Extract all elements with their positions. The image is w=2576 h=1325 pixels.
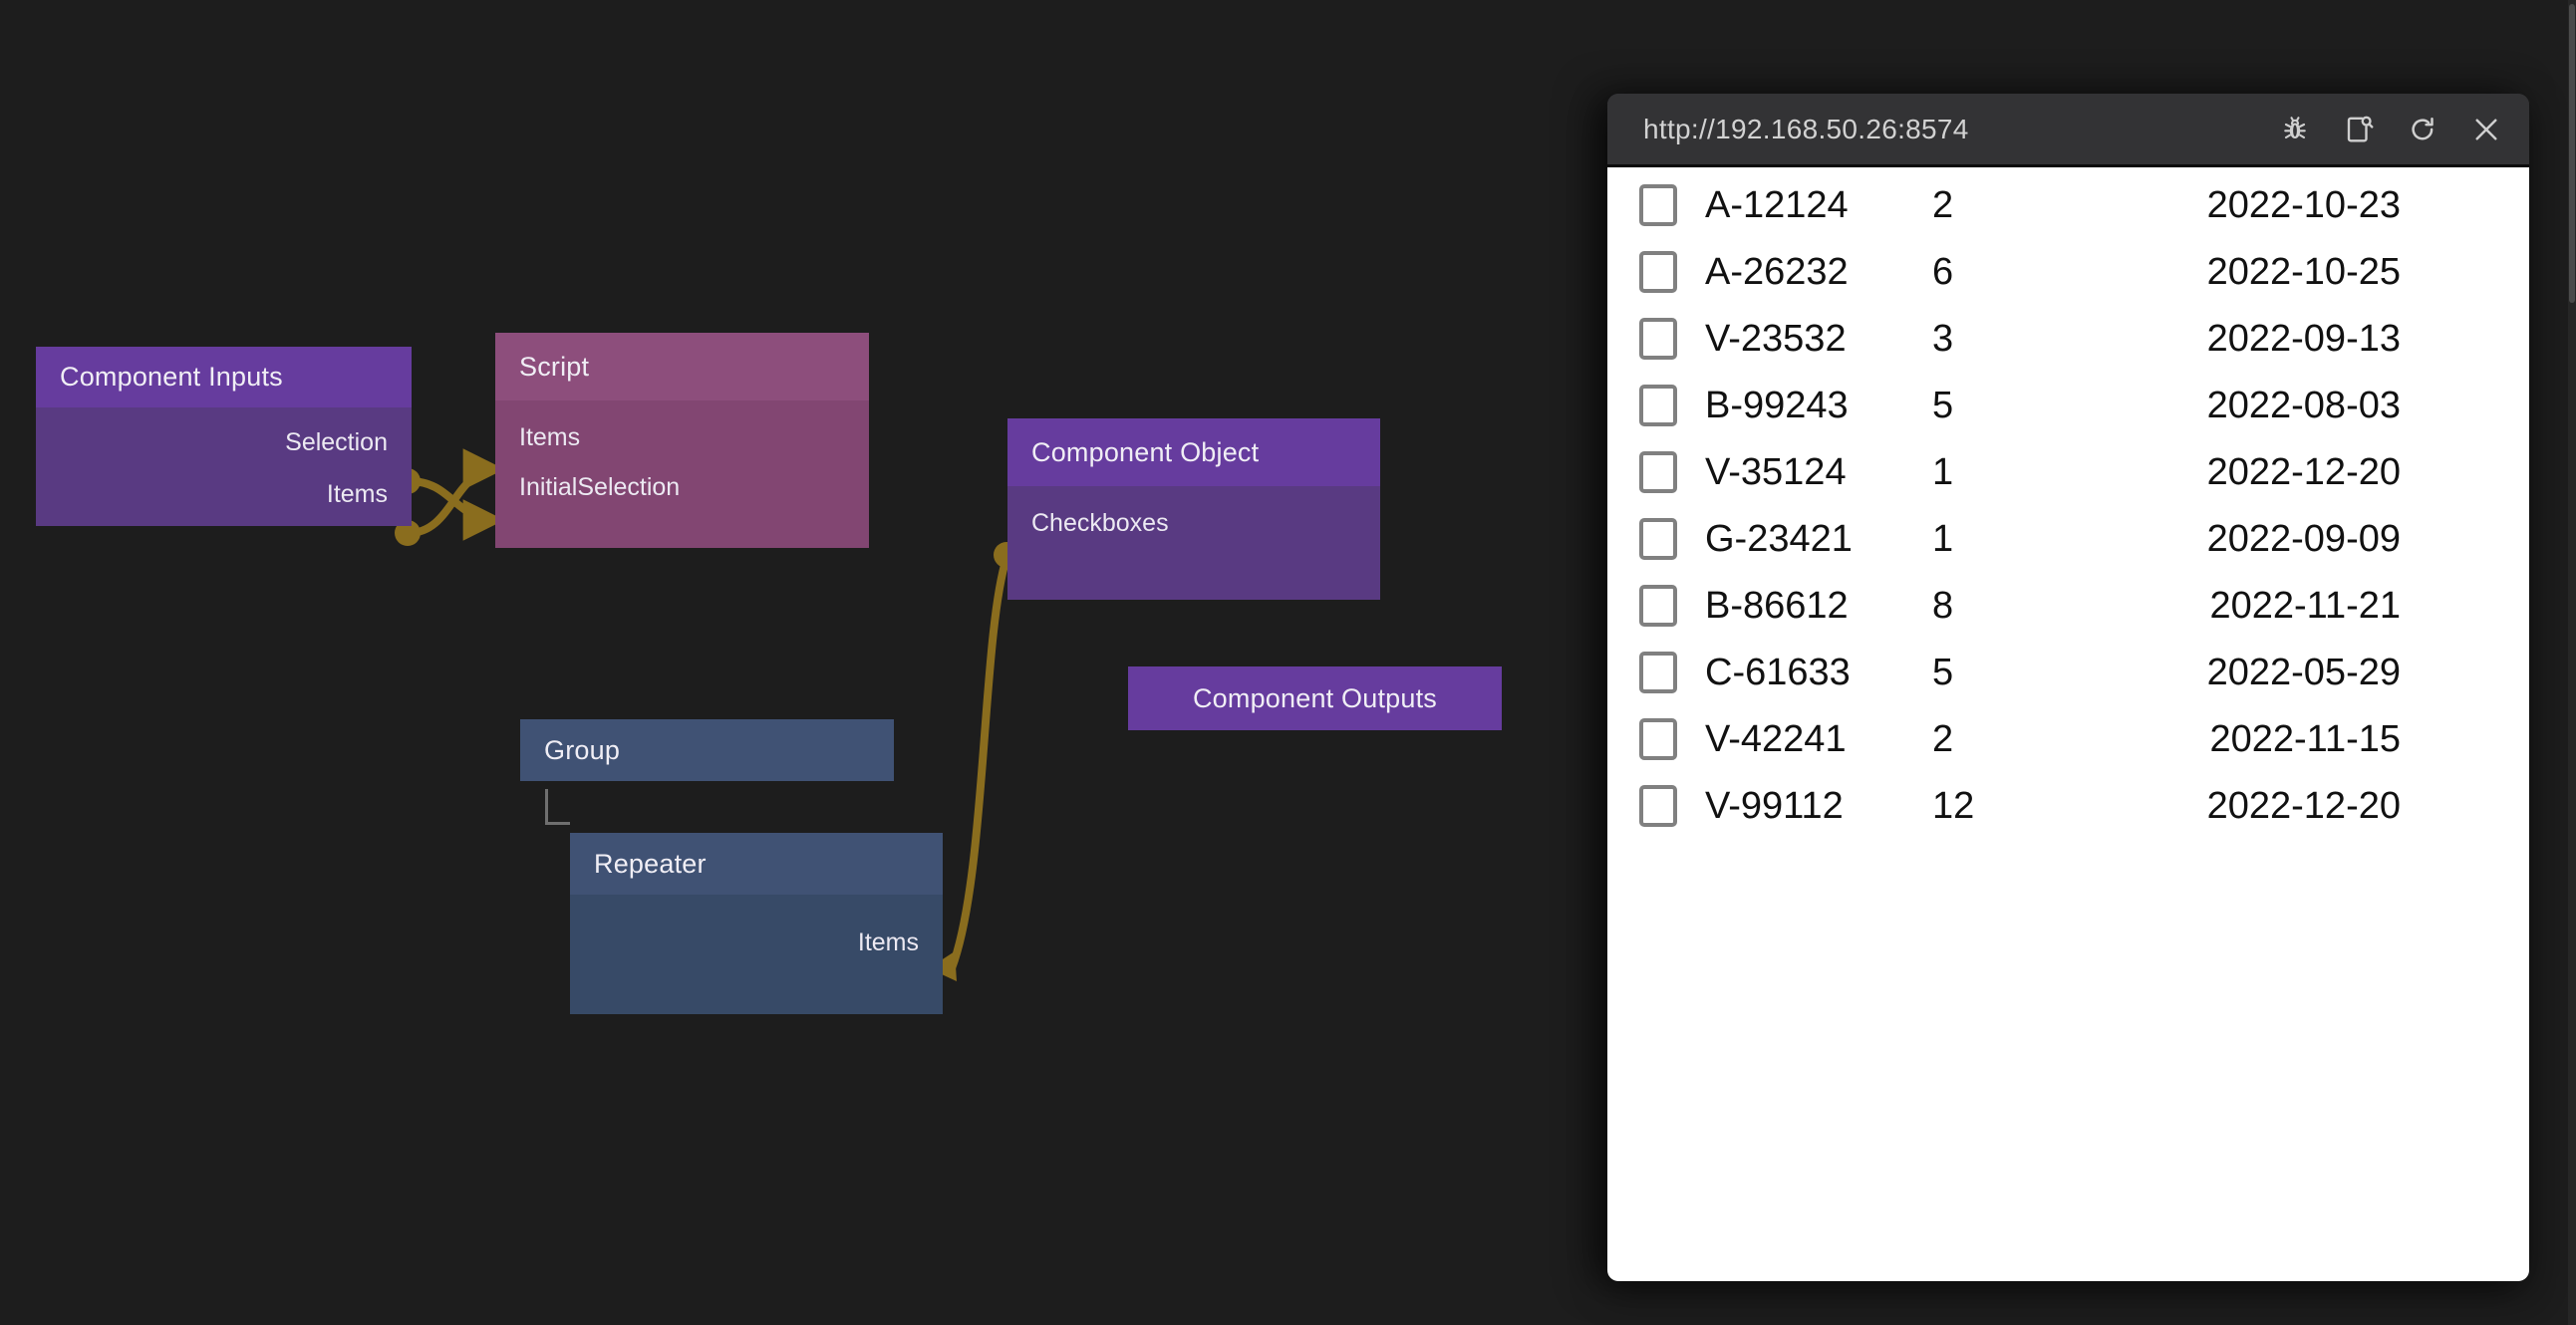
cell-code: V-42241 bbox=[1705, 717, 1847, 760]
wire-selection-to-initialselection bbox=[408, 477, 505, 541]
node-group[interactable]: Group bbox=[520, 719, 894, 781]
row-checkbox[interactable] bbox=[1639, 584, 1677, 627]
row-checkbox[interactable] bbox=[1639, 450, 1677, 493]
cell-date: 2022-05-29 bbox=[2206, 651, 2401, 693]
table-row[interactable]: A-12124 2 2022-10-23 bbox=[1607, 171, 2529, 238]
cell-quantity: 5 bbox=[1932, 384, 1954, 426]
window-scrollbar[interactable] bbox=[2568, 0, 2576, 1325]
cell-quantity: 3 bbox=[1932, 317, 1954, 360]
port-initialselection-in[interactable]: InitialSelection bbox=[519, 472, 681, 501]
close-icon[interactable] bbox=[2469, 113, 2503, 146]
node-repeater[interactable]: Repeater Items bbox=[570, 833, 943, 1014]
node-component-outputs[interactable]: Component Outputs bbox=[1128, 666, 1502, 730]
page-search-icon[interactable] bbox=[2342, 113, 2376, 146]
cell-code: B-86612 bbox=[1705, 584, 1849, 627]
node-body: Items InitialSelection bbox=[495, 400, 869, 548]
cell-code: V-35124 bbox=[1705, 450, 1847, 493]
wire-items-to-items bbox=[408, 448, 505, 537]
row-checkbox[interactable] bbox=[1639, 183, 1677, 226]
node-title: Repeater bbox=[570, 833, 943, 895]
cell-date: 2022-09-13 bbox=[2206, 317, 2401, 360]
cell-code: C-61633 bbox=[1705, 651, 1851, 693]
preview-toolbar: http://192.168.50.26:8574 bbox=[1607, 94, 2529, 164]
cell-quantity: 2 bbox=[1932, 717, 1954, 760]
table-row[interactable]: V-35124 1 2022-12-20 bbox=[1607, 438, 2529, 505]
cell-quantity: 1 bbox=[1932, 517, 1954, 560]
table-row[interactable]: C-61633 5 2022-05-29 bbox=[1607, 639, 2529, 705]
cell-date: 2022-12-20 bbox=[2206, 784, 2401, 827]
row-checkbox[interactable] bbox=[1639, 717, 1677, 760]
cell-quantity: 12 bbox=[1932, 784, 1975, 827]
row-checkbox[interactable] bbox=[1639, 250, 1677, 293]
port-repeater-items[interactable]: Items bbox=[857, 928, 919, 956]
row-checkbox[interactable] bbox=[1639, 517, 1677, 560]
toolbar-icon-group bbox=[2278, 113, 2503, 146]
table-row[interactable]: B-99243 5 2022-08-03 bbox=[1607, 372, 2529, 438]
cell-quantity: 6 bbox=[1932, 250, 1954, 293]
node-title: Component Object bbox=[1007, 418, 1380, 486]
preview-panel[interactable]: http://192.168.50.26:8574 bbox=[1607, 94, 2529, 1281]
row-checkbox[interactable] bbox=[1639, 317, 1677, 360]
cell-code: A-12124 bbox=[1705, 183, 1849, 226]
cell-date: 2022-11-15 bbox=[2209, 717, 2401, 760]
scrollbar-thumb[interactable] bbox=[2569, 4, 2575, 303]
url-label[interactable]: http://192.168.50.26:8574 bbox=[1643, 113, 1969, 144]
wire-repeater-items-to-checkboxes bbox=[948, 556, 1010, 970]
node-title: Group bbox=[544, 734, 621, 765]
cell-code: B-99243 bbox=[1705, 384, 1849, 426]
bug-icon[interactable] bbox=[2278, 113, 2312, 146]
node-component-object[interactable]: Component Object Checkboxes bbox=[1007, 418, 1380, 600]
table-row[interactable]: G-23421 1 2022-09-09 bbox=[1607, 505, 2529, 572]
table-row[interactable]: V-42241 2 2022-11-15 bbox=[1607, 705, 2529, 772]
node-title: Script bbox=[495, 333, 869, 400]
cell-date: 2022-11-21 bbox=[2209, 584, 2401, 627]
node-body: Checkboxes bbox=[1007, 486, 1380, 600]
cell-code: G-23421 bbox=[1705, 517, 1853, 560]
cell-quantity: 5 bbox=[1932, 651, 1954, 693]
group-child-connector bbox=[545, 789, 570, 825]
cell-code: V-99112 bbox=[1705, 784, 1844, 827]
cell-date: 2022-09-09 bbox=[2206, 517, 2401, 560]
row-checkbox[interactable] bbox=[1639, 384, 1677, 426]
port-checkboxes[interactable]: Checkboxes bbox=[1031, 508, 1169, 537]
node-title: Component Inputs bbox=[36, 347, 412, 407]
cell-date: 2022-08-03 bbox=[2206, 384, 2401, 426]
node-body: Items bbox=[570, 895, 943, 1014]
cell-quantity: 8 bbox=[1932, 584, 1954, 627]
row-checkbox[interactable] bbox=[1639, 651, 1677, 693]
table-row[interactable]: V-23532 3 2022-09-13 bbox=[1607, 305, 2529, 372]
cell-date: 2022-12-20 bbox=[2206, 450, 2401, 493]
node-component-inputs[interactable]: Component Inputs Selection Items bbox=[36, 347, 412, 526]
cell-code: A-26232 bbox=[1705, 250, 1849, 293]
table-row[interactable]: B-86612 8 2022-11-21 bbox=[1607, 572, 2529, 639]
table-row[interactable]: V-99112 12 2022-12-20 bbox=[1607, 772, 2529, 839]
cell-date: 2022-10-23 bbox=[2206, 183, 2401, 226]
node-body: Selection Items bbox=[36, 407, 412, 526]
cell-date: 2022-10-25 bbox=[2206, 250, 2401, 293]
cell-quantity: 2 bbox=[1932, 183, 1954, 226]
node-title: Component Outputs bbox=[1192, 682, 1438, 713]
table-row[interactable]: A-26232 6 2022-10-25 bbox=[1607, 238, 2529, 305]
cell-quantity: 1 bbox=[1932, 450, 1954, 493]
port-selection[interactable]: Selection bbox=[285, 427, 388, 456]
port-items-in[interactable]: Items bbox=[519, 422, 581, 451]
reload-icon[interactable] bbox=[2406, 113, 2439, 146]
cell-code: V-23532 bbox=[1705, 317, 1847, 360]
node-script[interactable]: Script Items InitialSelection bbox=[495, 333, 869, 548]
row-checkbox[interactable] bbox=[1639, 784, 1677, 827]
port-items[interactable]: Items bbox=[326, 479, 388, 508]
